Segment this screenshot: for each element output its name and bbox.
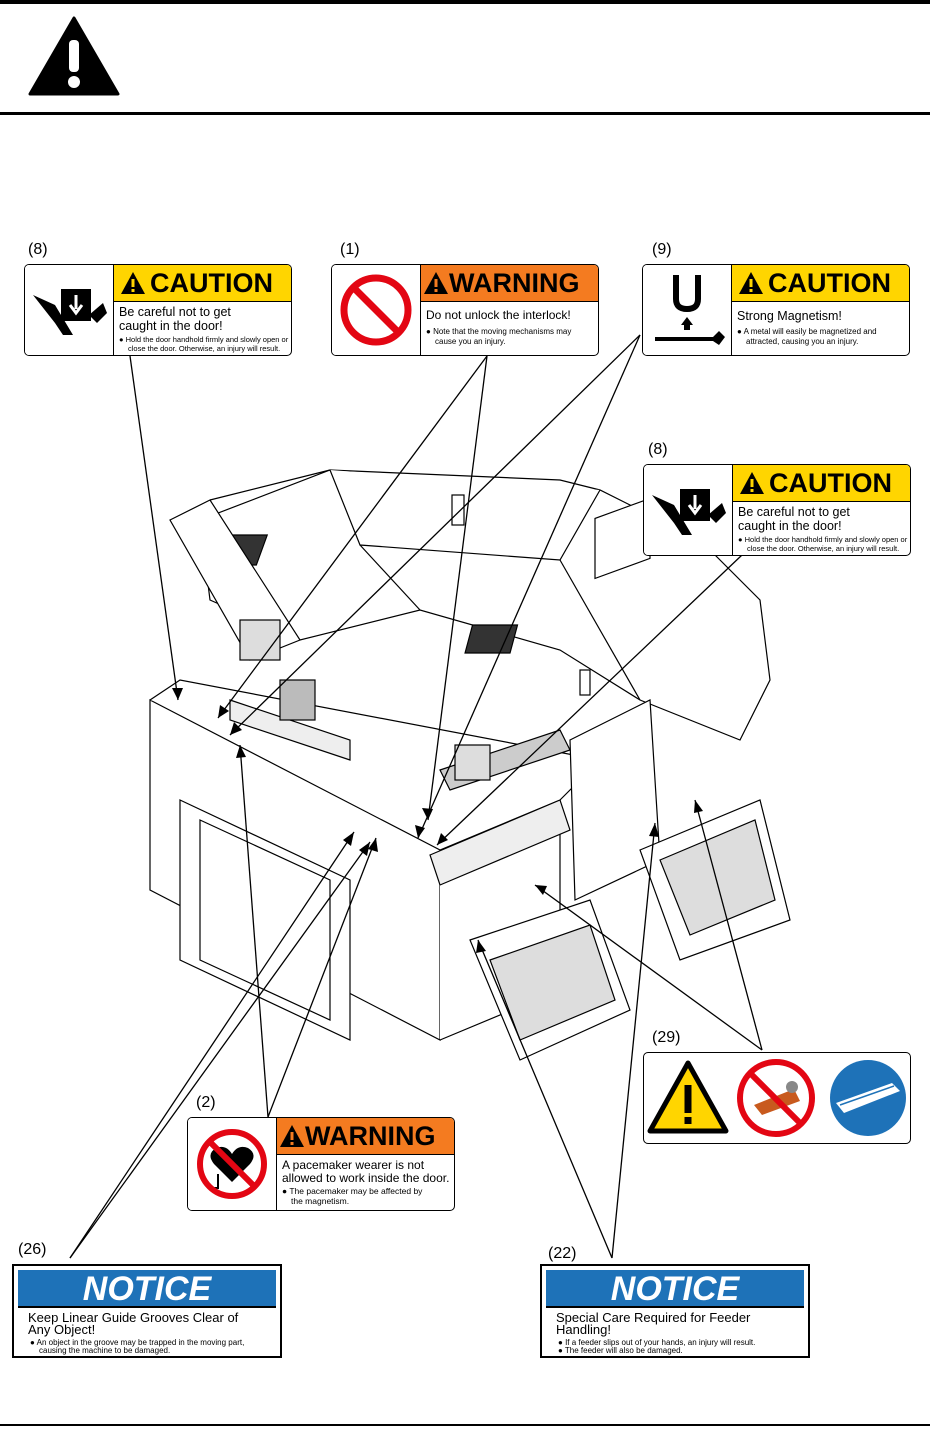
feeder-pictogram-label xyxy=(643,1052,911,1144)
bullet-text: If a feeder slips out of your hands, an … xyxy=(565,1338,756,1347)
linear-guide-icon xyxy=(830,1060,906,1136)
notice-feeder-label: NOTICE Special Care Required for Feeder … xyxy=(540,1264,810,1358)
caution-header: CAUTION xyxy=(732,265,909,302)
warning-triangle-icon xyxy=(647,1060,729,1134)
label-title: Do not unlock the interlock! xyxy=(426,308,571,322)
top-rule xyxy=(0,0,930,4)
warning-pacemaker-label: WARNING A pacemaker wearer is not allowe… xyxy=(187,1117,455,1211)
label-title: Any Object! xyxy=(28,1322,96,1337)
label-bullet: cause you an injury. xyxy=(435,337,506,346)
warning-interlock-label: WARNING Do not unlock the interlock! ● N… xyxy=(331,264,599,356)
label-title: allowed to work inside the door. xyxy=(282,1171,450,1185)
hand-pinch-icon xyxy=(652,489,726,535)
ref-number: (22) xyxy=(548,1245,577,1262)
prohibited-icon xyxy=(340,274,412,346)
ref-number: (9) xyxy=(652,241,672,258)
label-bullet: ● The pacemaker may be affected by xyxy=(282,1186,423,1196)
bullet-text: The pacemaker may be affected by xyxy=(289,1186,423,1196)
pictogram xyxy=(643,265,732,355)
signal-word: CAUTION xyxy=(150,268,273,298)
header-rule xyxy=(0,112,930,115)
bullet-text: An object in the groove may be trapped i… xyxy=(36,1338,245,1347)
bullet-text: Hold the door handhold firmly and slowly… xyxy=(125,335,289,344)
warning-triangle-icon xyxy=(121,272,145,294)
caution-header: CAUTION xyxy=(114,265,291,302)
ref-number: (1) xyxy=(340,241,360,258)
pictogram xyxy=(644,465,733,555)
ref-number: (8) xyxy=(28,241,48,258)
ref-number: (26) xyxy=(18,1241,47,1258)
signal-word: WARNING xyxy=(305,1121,436,1151)
ref-number: (29) xyxy=(652,1029,681,1046)
label-title: Be careful not to get xyxy=(119,305,231,319)
pacemaker-prohibited-icon xyxy=(197,1129,267,1199)
bullet-text: A metal will easily be magnetized and xyxy=(743,327,877,336)
label-bullet: causing the machine to be damaged. xyxy=(39,1346,171,1355)
signal-word: NOTICE xyxy=(82,1270,212,1308)
magnet-icon xyxy=(655,275,725,345)
signal-word: WARNING xyxy=(449,268,580,298)
label-title: caught in the door! xyxy=(119,319,223,333)
caution-header: CAUTION xyxy=(733,465,910,502)
label-bullet: attracted, causing you an injury. xyxy=(746,337,859,346)
label-bullet: ● The feeder will also be damaged. xyxy=(558,1346,683,1355)
header-warning-icon xyxy=(28,16,120,96)
warning-header: WARNING xyxy=(421,265,598,302)
warning-triangle-icon xyxy=(739,272,763,294)
label-bullet: the magnetism. xyxy=(291,1196,350,1206)
label-bullet: ● Hold the door handhold firmly and slow… xyxy=(738,535,908,544)
warning-triangle-icon xyxy=(424,272,448,294)
caution-door-label: CAUTION Be careful not to get caught in … xyxy=(643,464,911,556)
label-bullet: close the door. Otherwise, an injury wil… xyxy=(128,344,281,353)
caution-magnetism-label: CAUTION Strong Magnetism! ● A metal will… xyxy=(642,264,910,356)
bottom-rule xyxy=(0,1424,930,1426)
wrench-icon xyxy=(655,331,725,345)
notice-header: NOTICE xyxy=(18,1270,276,1308)
bullet-text: Note that the moving mechanisms may xyxy=(433,327,572,336)
pictogram xyxy=(25,265,114,355)
label-title: A pacemaker wearer is not xyxy=(282,1158,425,1172)
label-bullet: ● An object in the groove may be trapped… xyxy=(30,1338,245,1347)
label-title: Strong Magnetism! xyxy=(737,309,842,323)
label-title: Special Care Required for Feeder xyxy=(556,1310,751,1325)
signal-word: CAUTION xyxy=(769,468,892,498)
label-title: Handling! xyxy=(556,1322,611,1337)
signal-word: CAUTION xyxy=(768,268,891,298)
label-bullet: ● A metal will easily be magnetized and xyxy=(737,327,877,336)
ref-number: (8) xyxy=(648,441,668,458)
label-title: Be careful not to get xyxy=(738,505,850,519)
notice-header: NOTICE xyxy=(546,1270,804,1308)
label-bullet: ● Hold the door handhold firmly and slow… xyxy=(119,335,289,344)
hand-pinch-icon xyxy=(33,289,107,335)
bullet-text: Hold the door handhold firmly and slowly… xyxy=(744,535,908,544)
feeder-prohibited-icon xyxy=(737,1059,815,1137)
notice-linear-guide-label: NOTICE Keep Linear Guide Grooves Clear o… xyxy=(12,1264,282,1358)
pictogram xyxy=(332,265,421,355)
warning-header: WARNING xyxy=(277,1118,454,1155)
caution-door-label: CAUTION Be careful not to get caught in … xyxy=(24,264,292,356)
label-title: Keep Linear Guide Grooves Clear of xyxy=(28,1310,239,1325)
warning-triangle-icon xyxy=(740,472,764,494)
label-bullet: ● If a feeder slips out of your hands, a… xyxy=(558,1338,756,1347)
label-title: caught in the door! xyxy=(738,519,842,533)
ref-number: (2) xyxy=(196,1094,216,1111)
label-bullet: ● Note that the moving mechanisms may xyxy=(426,327,572,336)
pictogram xyxy=(188,1118,277,1210)
signal-word: NOTICE xyxy=(610,1270,740,1308)
bullet-text: The feeder will also be damaged. xyxy=(564,1346,683,1355)
warning-triangle-icon xyxy=(280,1125,304,1147)
label-bullet: close the door. Otherwise, an injury wil… xyxy=(747,544,900,553)
